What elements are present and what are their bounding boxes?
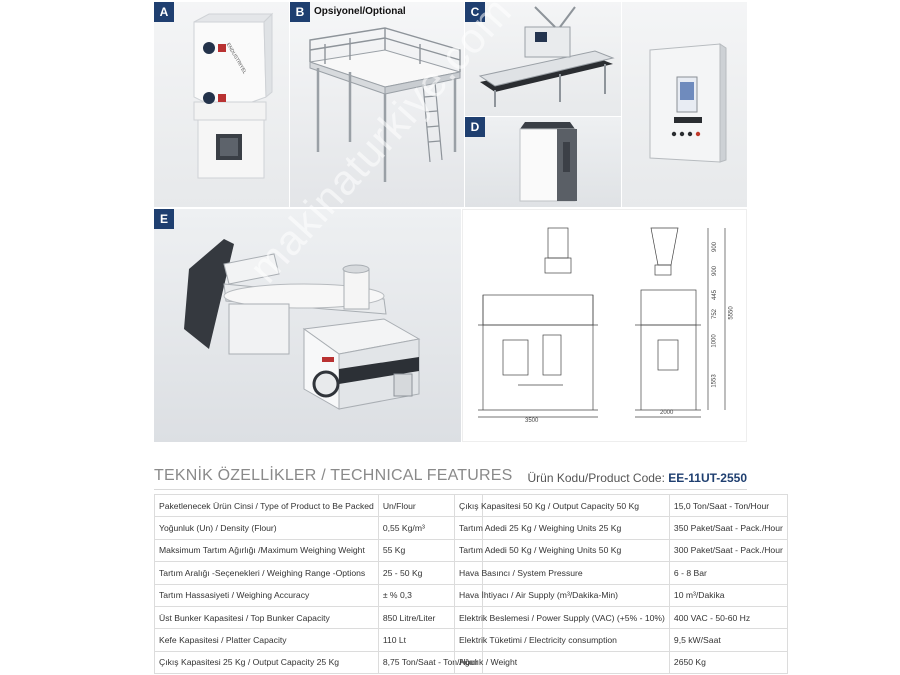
control-cabinet-illustration xyxy=(649,43,727,163)
spec-value: 350 Paket/Saat - Pack./Hour xyxy=(668,516,788,540)
table-row: Tartım Hassasiyeti / Weighing Accuracy± … xyxy=(154,583,484,607)
table-row: Hava İhtiyacı / Air Supply (m³/Dakika-Mi… xyxy=(454,583,788,607)
panel-c: C xyxy=(465,2,621,116)
table-row: Tartım Aralığı -Seçenekleri / Weighing R… xyxy=(154,561,484,585)
dim-side-width: 2000 xyxy=(660,410,674,416)
product-code: Ürün Kodu/Product Code: EE-11UT-2550 xyxy=(528,471,747,485)
spec-key: Kefe Kapasitesi / Platter Capacity xyxy=(154,628,379,652)
spec-key: Tartım Adedi 25 Kg / Weighing Units 25 K… xyxy=(454,516,670,540)
dim-side-1: 900 xyxy=(712,241,719,253)
spec-key: Tartım Adedi 50 Kg / Weighing Units 50 K… xyxy=(454,538,670,563)
table-row: Üst Bunker Kapasitesi / Top Bunker Capac… xyxy=(154,605,484,630)
optional-caption: Opsiyonel/Optional xyxy=(314,6,406,17)
dim-side-4: 752 xyxy=(712,308,719,320)
spec-key: Hava Basıncı / System Pressure xyxy=(454,561,670,585)
technical-drawing: 3500 2000 900 900 445 752 1000 1553 5550 xyxy=(462,209,747,442)
spec-value: 9,5 kW/Saat xyxy=(668,628,788,652)
spec-value: 15,0 Ton/Saat - Ton/Hour xyxy=(668,493,788,518)
spec-table-right: Çıkış Kapasitesi 50 Kg / Output Capacity… xyxy=(454,493,788,675)
unit-illustration xyxy=(519,122,577,202)
panel-d: D xyxy=(465,117,621,207)
spec-value: 6 - 8 Bar xyxy=(668,561,788,585)
spec-key: Maksimum Tartım Ağırlığı /Maximum Weighi… xyxy=(154,538,379,563)
conveyor-illustration xyxy=(478,6,615,107)
product-code-value: EE-11UT-2550 xyxy=(668,471,747,485)
spec-key: Tartım Hassasiyeti / Weighing Accuracy xyxy=(154,583,379,607)
panel-a: A ENDUSTRIYEL xyxy=(154,2,289,207)
spec-value: 300 Paket/Saat - Pack./Hour xyxy=(668,538,788,563)
spec-key: Elektrik Beslemesi / Power Supply (VAC) … xyxy=(454,605,670,630)
spec-key: Yoğunluk (Un) / Density (Flour) xyxy=(154,516,379,540)
platform-illustration xyxy=(309,27,461,182)
dim-side-3: 445 xyxy=(712,289,719,301)
hopper-illustration xyxy=(193,12,274,179)
panel-c-label: C xyxy=(465,2,485,22)
panel-d-label: D xyxy=(465,117,485,137)
panel-b-label: B xyxy=(290,2,310,22)
spec-key: Hava İhtiyacı / Air Supply (m³/Dakika-Mi… xyxy=(454,583,670,607)
panel-cabinet xyxy=(622,2,747,207)
spec-key: Elektrik Tüketimi / Electricity consumpt… xyxy=(454,628,670,652)
table-row: Elektrik Tüketimi / Electricity consumpt… xyxy=(454,628,788,652)
product-code-label: Ürün Kodu/Product Code: xyxy=(527,471,665,485)
spec-key: Ağırlık / Weight xyxy=(454,650,670,675)
panel-e: E xyxy=(154,209,461,442)
title-divider xyxy=(154,489,747,490)
technical-drawing-svg xyxy=(478,227,726,418)
spec-key: Çıkış Kapasitesi 25 Kg / Output Capacity… xyxy=(154,650,379,675)
dim-side-5: 1000 xyxy=(711,334,718,348)
panel-e-label: E xyxy=(154,209,174,229)
spec-key: Üst Bunker Kapasitesi / Top Bunker Capac… xyxy=(154,605,379,630)
table-row: Çıkış Kapasitesi 50 Kg / Output Capacity… xyxy=(454,493,788,518)
dim-side-6: 1553 xyxy=(711,374,718,388)
bagging-machine-illustration xyxy=(184,239,421,410)
spec-table-left: Paketlenecek Ürün Cinsi / Type of Produc… xyxy=(154,493,484,675)
spec-key: Çıkış Kapasitesi 50 Kg / Output Capacity… xyxy=(454,493,670,518)
dim-side-total: 5550 xyxy=(728,306,735,320)
table-row: Yoğunluk (Un) / Density (Flour)0,55 Kg/m… xyxy=(154,516,484,540)
section-title: TEKNİK ÖZELLİKLER / TECHNICAL FEATURES xyxy=(154,467,513,484)
panel-b: B Opsiyonel/Optional xyxy=(290,2,464,207)
dim-front-width: 3500 xyxy=(525,418,539,424)
table-row: Tartım Adedi 50 Kg / Weighing Units 50 K… xyxy=(454,538,788,563)
spec-value: 2650 Kg xyxy=(668,650,788,675)
panel-a-label: A xyxy=(154,2,174,22)
table-row: Tartım Adedi 25 Kg / Weighing Units 25 K… xyxy=(454,516,788,540)
spec-value: 10 m³/Dakika xyxy=(668,583,788,607)
spec-key: Tartım Aralığı -Seçenekleri / Weighing R… xyxy=(154,561,379,585)
dim-side-2: 900 xyxy=(712,265,719,277)
table-row: Paketlenecek Ürün Cinsi / Type of Produc… xyxy=(154,493,484,518)
spec-key: Paketlenecek Ürün Cinsi / Type of Produc… xyxy=(154,493,379,518)
table-row: Maksimum Tartım Ağırlığı /Maximum Weighi… xyxy=(154,538,484,563)
table-row: Çıkış Kapasitesi 25 Kg / Output Capacity… xyxy=(154,650,484,675)
spec-value: 400 VAC - 50-60 Hz xyxy=(668,605,788,630)
table-row: Elektrik Beslemesi / Power Supply (VAC) … xyxy=(454,605,788,630)
